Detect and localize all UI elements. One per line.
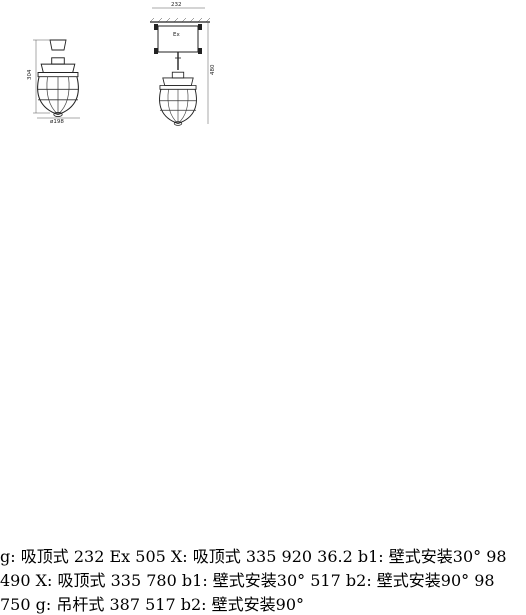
dim-label: 36.2 xyxy=(317,547,353,566)
caption-b1-wall30: b1: 壁式安装30° xyxy=(357,547,482,566)
figure-6: 335 780 b1: 壁式安装30° xyxy=(111,571,311,590)
dim-label: 480 xyxy=(210,64,216,75)
caption-b1-wall30-2: b1: 壁式安装30° xyxy=(181,571,306,590)
dim-label: 780 xyxy=(146,571,177,590)
dim-label: 335 xyxy=(245,547,277,566)
dim-label: 920 xyxy=(281,547,313,566)
caption-g-ceiling: g: 吸顶式 xyxy=(0,547,69,566)
dim-label: ø198 xyxy=(50,119,64,125)
figure-3: 232 Ex 505 X: 吸顶式 xyxy=(74,547,246,566)
dim-label: 98 xyxy=(474,571,495,590)
caption-b2-wall90: b2: 壁式安装90° xyxy=(345,571,470,590)
dim-label: 232 xyxy=(73,547,105,566)
caption-x-ceiling-2: X: 吸顶式 xyxy=(35,571,106,590)
figure-9: 387 517 b2: 壁式安装90° xyxy=(109,595,304,614)
figure-2: 232 Ex 480 xyxy=(149,2,216,126)
dim-label: 490 xyxy=(0,571,31,590)
caption-x-ceiling: X: 吸顶式 xyxy=(170,547,241,566)
dim-label: 517 xyxy=(145,595,176,614)
dim-label: 335 xyxy=(110,571,142,590)
figure-4: 335 920 36.2 b1: 壁式安装30° xyxy=(246,547,486,566)
caption-g-pendant: g: 吊杆式 xyxy=(35,595,105,614)
caption-b2-wall90-2: b2: 壁式安装90° xyxy=(180,595,305,614)
dim-label: 517 xyxy=(310,571,341,590)
drawing-sheet: 304 ø198 232 Ex 480 g: 吸顶式 232 Ex 505 X:… xyxy=(0,2,507,614)
dim-label: 304 xyxy=(27,69,33,80)
figure-1: 304 ø198 xyxy=(27,39,80,125)
technical-drawings: 304 ø198 232 Ex 480 xyxy=(27,2,216,126)
dim-label: 232 xyxy=(171,2,182,8)
dim-label: 387 xyxy=(109,595,141,614)
dim-label: 750 xyxy=(0,595,31,614)
dim-label: 505 xyxy=(135,547,166,566)
ex-mark: Ex xyxy=(109,547,131,566)
figure-7: 517 b2: 壁式安装90° xyxy=(310,571,474,590)
dim-label: 98 xyxy=(486,547,507,566)
ex-mark: Ex xyxy=(173,32,180,38)
